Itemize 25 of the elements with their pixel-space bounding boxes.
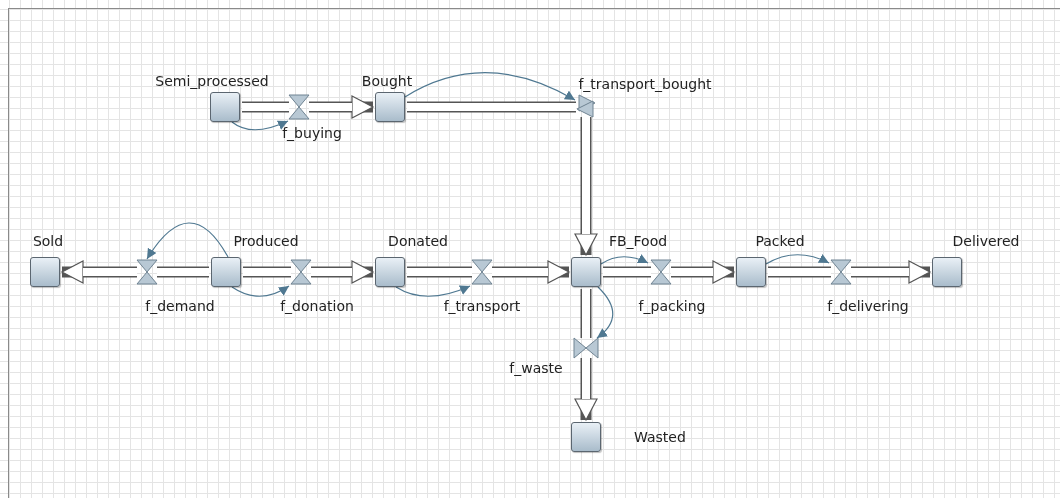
stock-label: FB_Food [608, 232, 668, 250]
flow-label: f_delivering [827, 297, 909, 315]
stock-label: Bought [361, 72, 413, 90]
stock-label: Donated [388, 232, 448, 250]
link-arrow [600, 254, 649, 265]
flow-label: f_buying [282, 124, 342, 142]
stock-label: Semi_processed [155, 72, 269, 90]
stock-label: Produced [233, 232, 299, 250]
stock-label: Sold [32, 232, 64, 250]
stock-label: Packed [755, 232, 805, 250]
link-arrow [395, 285, 471, 297]
link-arrow [231, 120, 289, 131]
stock-label: Wasted [634, 428, 686, 446]
flow-label: f_waste [509, 359, 563, 377]
stock-label: Delivered [952, 232, 1020, 250]
link-arrow [146, 222, 229, 260]
flow-label: f_transport_bought [578, 75, 712, 93]
link-arrow [765, 254, 830, 265]
flow-label: f_packing [638, 297, 706, 315]
flow-label: f_demand [145, 297, 215, 315]
flow-label: f_donation [280, 297, 354, 315]
link-arrow [404, 72, 576, 101]
link-arrow [596, 286, 614, 339]
link-arrow [231, 285, 290, 297]
flow-label: f_transport [443, 297, 521, 315]
